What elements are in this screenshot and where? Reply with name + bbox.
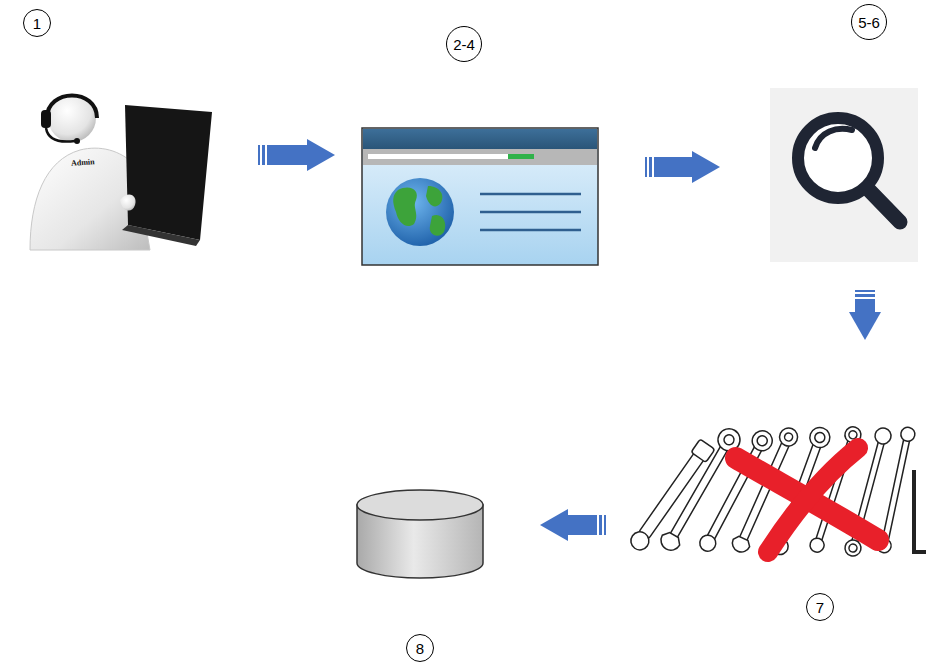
magnifier-icon	[770, 88, 918, 262]
callout-number: 7	[806, 593, 834, 621]
block-arrow	[849, 290, 881, 340]
block-arrow	[645, 151, 720, 183]
tools-crossed	[627, 425, 926, 558]
icon-node: 8	[356, 490, 484, 578]
callout-number: 5-6	[851, 4, 887, 40]
icon-node: 1Admin	[10, 88, 215, 252]
shirt-label: Admin	[71, 157, 95, 168]
admin-figure	[10, 88, 215, 252]
callout-number: 2-4	[446, 26, 482, 62]
block-arrow	[540, 509, 606, 541]
browser-window	[362, 128, 598, 265]
block-arrow	[258, 139, 335, 171]
icon-node: 2-4	[362, 128, 598, 265]
callout-number: 8	[406, 634, 434, 662]
icon-node: 5-6	[770, 88, 918, 262]
database-cylinder	[357, 490, 483, 578]
callout-number: 1	[23, 9, 51, 37]
icon-node: 7	[653, 430, 926, 555]
